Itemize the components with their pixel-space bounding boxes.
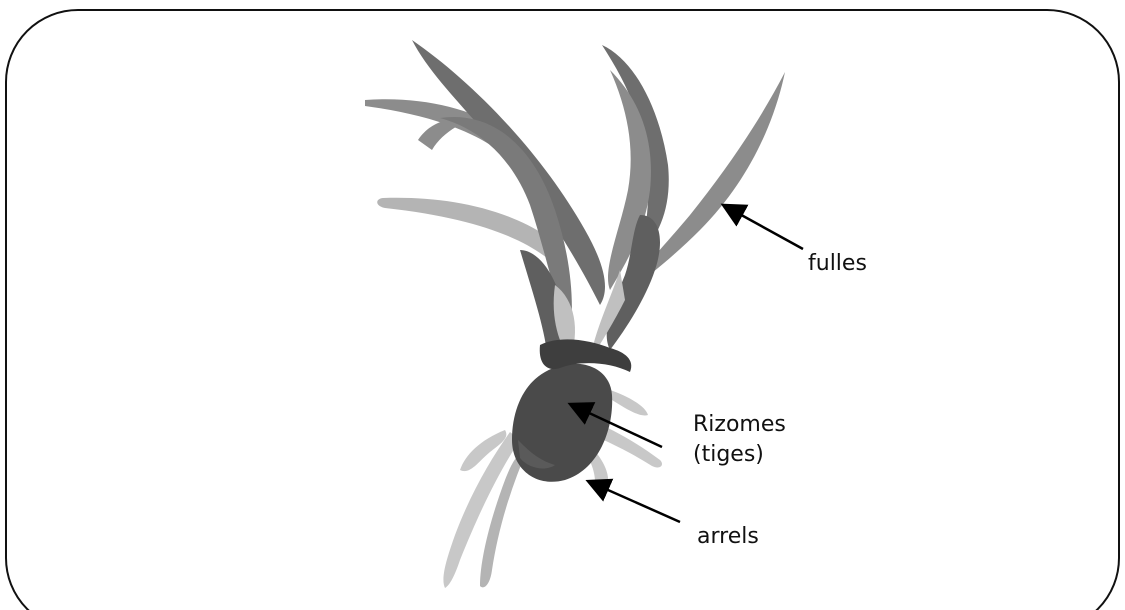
root-right-3 [610,390,648,416]
leaves [365,40,785,360]
arrow-roots [590,482,680,522]
label-roots: arrels [697,522,759,552]
label-rhizomes-line2: (tiges) [693,440,786,470]
label-rhizomes-line1: Rizomes [693,410,786,440]
label-leaves: fulles [808,249,867,279]
label-rhizomes: Rizomes (tiges) [693,410,786,470]
rhizome [512,339,631,481]
leaf-tall-left [412,40,605,305]
arrow-leaves [725,206,803,249]
